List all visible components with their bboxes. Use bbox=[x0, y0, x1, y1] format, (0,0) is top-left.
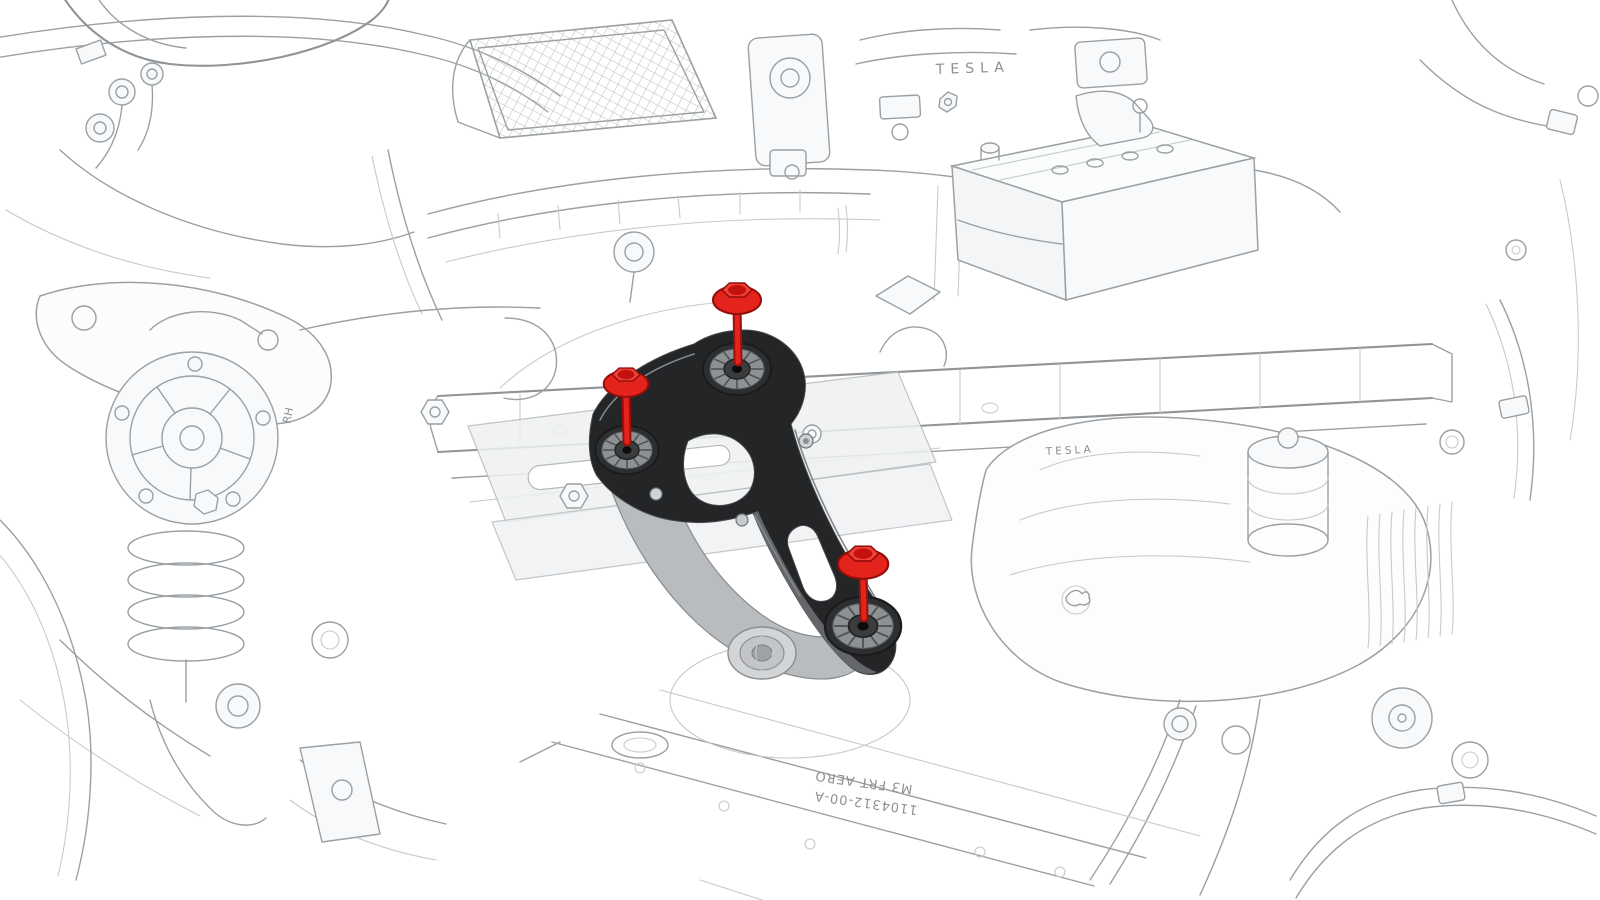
intake-mesh-grille bbox=[452, 19, 718, 139]
mount-bracket-highlight bbox=[588, 329, 897, 680]
side-marker-label: RH bbox=[280, 406, 296, 424]
hose-bundle-top-left bbox=[0, 0, 561, 321]
bolt-stem bbox=[623, 387, 630, 445]
red-fasteners bbox=[602, 282, 890, 623]
fastener-bolt-lower bbox=[836, 545, 890, 623]
bolt-stem bbox=[734, 303, 741, 365]
cowl-brand-label: TESLA bbox=[935, 59, 1010, 78]
fastener-bolt-left bbox=[602, 367, 650, 447]
aero-shield-panel bbox=[519, 689, 1201, 900]
fastener-bolt-top bbox=[712, 282, 762, 367]
bolt-head bbox=[712, 282, 762, 315]
battery-12v bbox=[837, 90, 1341, 302]
bolt-head bbox=[836, 545, 890, 580]
rail-brand-label: TESLA bbox=[1045, 444, 1095, 459]
cowl-assembly bbox=[427, 26, 1161, 367]
subframe-ghost bbox=[299, 299, 953, 759]
strut-assembly-rh bbox=[0, 281, 447, 881]
drive-unit bbox=[970, 0, 1599, 899]
